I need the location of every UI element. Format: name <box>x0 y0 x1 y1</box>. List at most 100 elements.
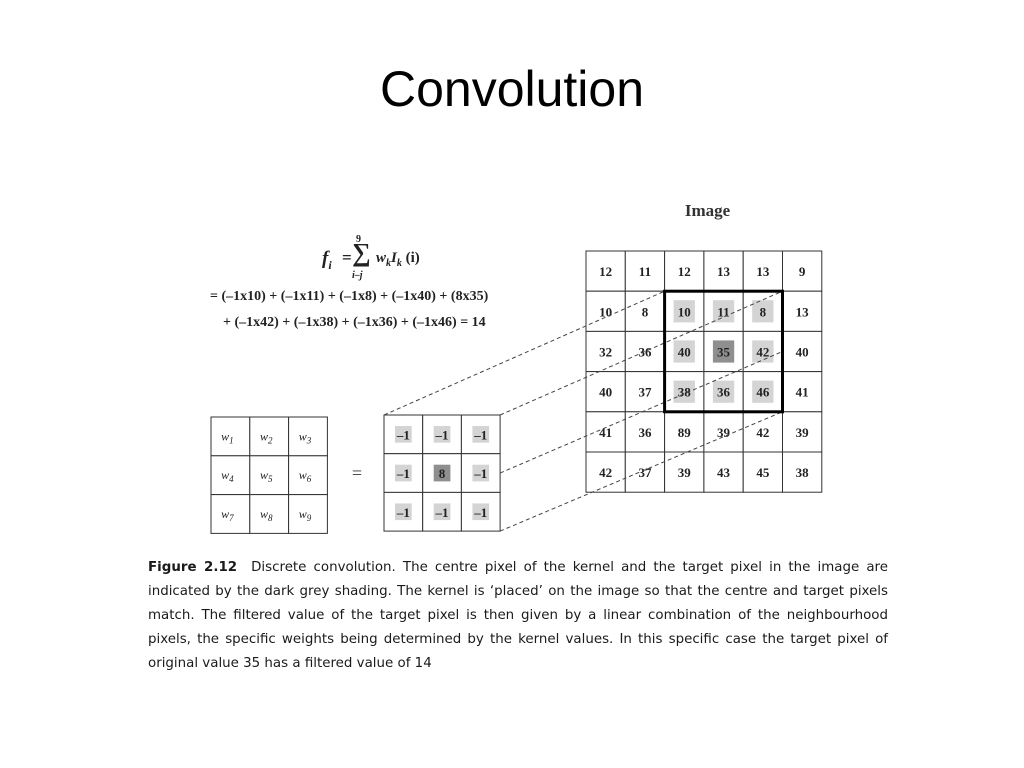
image-cell-value: 45 <box>756 465 770 480</box>
image-cell <box>742 451 784 493</box>
image-cell <box>703 451 744 493</box>
neighbour-pixel-shade <box>673 380 695 403</box>
kernel-value: –1 <box>473 427 487 442</box>
projection-lines <box>383 290 783 532</box>
caption-text: Discrete convolution. The centre pixel o… <box>148 560 889 671</box>
kernel-cell-shade <box>472 503 490 521</box>
neighbour-pixel-shade <box>752 340 774 363</box>
image-cell <box>585 451 626 493</box>
image-cell <box>624 330 666 373</box>
kernel-value: –1 <box>435 427 449 442</box>
projection-line <box>499 351 783 474</box>
image-cell-value: 36 <box>717 385 731 400</box>
kernel-cell-shade <box>472 426 490 443</box>
equals-operator: = <box>352 463 362 483</box>
projection-line <box>499 290 783 416</box>
image-grid: 12 11 12 13 13 9 10 8 10 11 8 13 32 36 40 35 42 40 40 37 38 3… <box>585 250 823 493</box>
image-label: Image <box>684 201 731 220</box>
kernel-placement-outline <box>663 289 784 414</box>
image-cell-value: 11 <box>639 264 651 279</box>
image-cell-value: 13 <box>796 304 810 319</box>
image-cell-value: 89 <box>678 425 692 440</box>
image-cell-value: 11 <box>717 304 729 319</box>
neighbour-pixel-shade <box>673 300 695 323</box>
neighbour-pixel-shade <box>712 380 735 403</box>
image-cell-value: 10 <box>678 304 691 319</box>
target-pixel-shade <box>712 340 735 363</box>
image-cell-value: 9 <box>799 264 806 279</box>
neighbour-pixel-shade <box>752 300 774 323</box>
image-cell-value: 38 <box>796 465 810 480</box>
weight-cell <box>288 416 328 457</box>
image-cell <box>585 330 626 373</box>
projection-line <box>499 411 783 532</box>
kernel-cell-shade <box>433 503 451 521</box>
image-cell-value: 8 <box>642 304 649 319</box>
image-cell-value: 10 <box>599 304 612 319</box>
kernel-cell <box>460 453 501 493</box>
image-cell <box>782 371 823 413</box>
formula-expansion-line-2: + (–1x42) + (–1x38) + (–1x36) + (–1x46) … <box>223 315 486 330</box>
kernel-value: –1 <box>435 505 449 520</box>
image-cell <box>742 250 784 292</box>
sum-upper-limit: 9 <box>356 234 361 245</box>
image-cell-value: 8 <box>760 304 767 319</box>
projection-line <box>383 290 665 416</box>
image-cell-value: 37 <box>638 465 652 480</box>
image-cell-value: 38 <box>678 385 692 400</box>
image-cell-value: 46 <box>756 385 770 400</box>
image-cell-value: 13 <box>756 264 770 279</box>
weight-cell <box>249 494 290 534</box>
image-cell-value: 42 <box>756 425 769 440</box>
image-cell-value: 40 <box>678 345 691 360</box>
kernel-value: –1 <box>473 466 487 481</box>
kernel-value: –1 <box>396 466 410 481</box>
kernel-cell-shade <box>433 426 451 443</box>
kernel-cell-shade <box>395 464 412 482</box>
kernel-value: –1 <box>396 427 410 442</box>
image-cell-value: 32 <box>599 345 612 360</box>
image-cell-value: 39 <box>678 465 692 480</box>
image-cell-value: 41 <box>599 425 612 440</box>
image-cell <box>782 330 823 373</box>
image-cell-value: 43 <box>717 465 731 480</box>
image-cell-value: 42 <box>756 345 769 360</box>
image-cell-value: 12 <box>599 264 612 279</box>
kernel-cell-shade <box>395 426 412 443</box>
kernel-value: 8 <box>439 466 446 481</box>
figure-label: Figure 2.12 <box>148 560 238 575</box>
kernel-centre-shade <box>433 464 451 482</box>
image-cell <box>782 411 823 453</box>
image-cell-value: 40 <box>796 345 809 360</box>
sum-lower-limit: i–j <box>352 270 363 281</box>
weight-cell <box>210 416 251 457</box>
image-cell-value: 42 <box>599 465 612 480</box>
kernel-value: –1 <box>396 505 410 520</box>
image-cell-value: 12 <box>678 264 691 279</box>
kernel-cell-shade <box>395 503 412 521</box>
image-cell <box>624 290 666 332</box>
image-cell-value: 41 <box>796 385 809 400</box>
image-cell-value: 40 <box>599 385 612 400</box>
image-cell <box>585 290 626 332</box>
image-cell-value: 39 <box>717 425 731 440</box>
formula-term: wkIk (i) <box>376 250 420 269</box>
weight-cell <box>210 494 251 534</box>
formula-expansion-line-1: = (–1x10) + (–1x11) + (–1x8) + (–1x40) +… <box>210 289 489 304</box>
neighbour-pixel-shade <box>752 380 774 403</box>
image-cell-value: 36 <box>638 425 652 440</box>
image-cell <box>782 250 823 292</box>
neighbour-pixel-shade <box>673 340 695 363</box>
image-cell-value: 35 <box>717 345 731 360</box>
formula-equals: = <box>342 248 352 267</box>
image-cell <box>782 290 823 332</box>
image-cell-value: 13 <box>717 264 731 279</box>
image-cell-value: 36 <box>638 345 652 360</box>
image-cell-value: 39 <box>796 425 810 440</box>
sum-formula: fi = 9 ∑ i–j wkIk (i) <box>318 232 438 281</box>
weight-cell <box>288 455 328 496</box>
neighbour-pixel-shade <box>712 300 735 323</box>
